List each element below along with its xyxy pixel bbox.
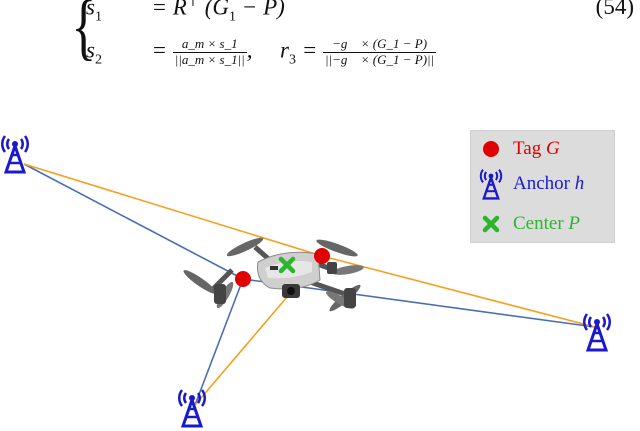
legend-label-tag: Tag G (513, 138, 560, 159)
legend-item-tag: Tag G (479, 134, 560, 164)
drone-image (183, 237, 364, 312)
antenna-icon (479, 168, 503, 200)
legend-label-center: Center P (513, 213, 581, 234)
equation-number: (54) (595, 0, 634, 19)
anchor-antenna-icon-bottom (177, 388, 207, 428)
equation-block: { s1 = R⊤ (G1 − P) s2 = a_m × s_1 ||a_m … (60, 0, 640, 80)
orange-line-a (23, 163, 323, 257)
anchor-antenna-icon-top-left (0, 134, 30, 174)
legend-item-anchor: Anchor h (479, 168, 585, 200)
cross-icon (482, 215, 500, 233)
equation-row-1: s1 = R⊤ (G1 − P) (86, 0, 285, 25)
legend: Tag G Anchor h Center P (470, 130, 615, 243)
anchor-antenna-icon-right (582, 312, 612, 352)
legend-label-anchor: Anchor h (513, 173, 585, 194)
orange-line-c (321, 255, 596, 328)
blue-line-a (23, 163, 244, 280)
equation-row-2: s2 = a_m × s_1 ||a_m × s_1|| , r3 = −g⃗ … (86, 36, 437, 68)
equation-brace: { (71, 0, 97, 68)
blue-line-b (194, 278, 244, 406)
center-marker (278, 256, 296, 274)
fraction-s2: a_m × s_1 ||a_m × s_1|| (172, 36, 247, 67)
legend-item-center: Center P (479, 209, 580, 239)
tag-marker-right (314, 248, 330, 264)
tag-marker-left (235, 271, 251, 287)
tag-dot-icon (483, 141, 499, 157)
fraction-r3: −g⃗ × (G_1 − P) ||−g⃗ × (G_1 − P)|| (322, 36, 437, 67)
